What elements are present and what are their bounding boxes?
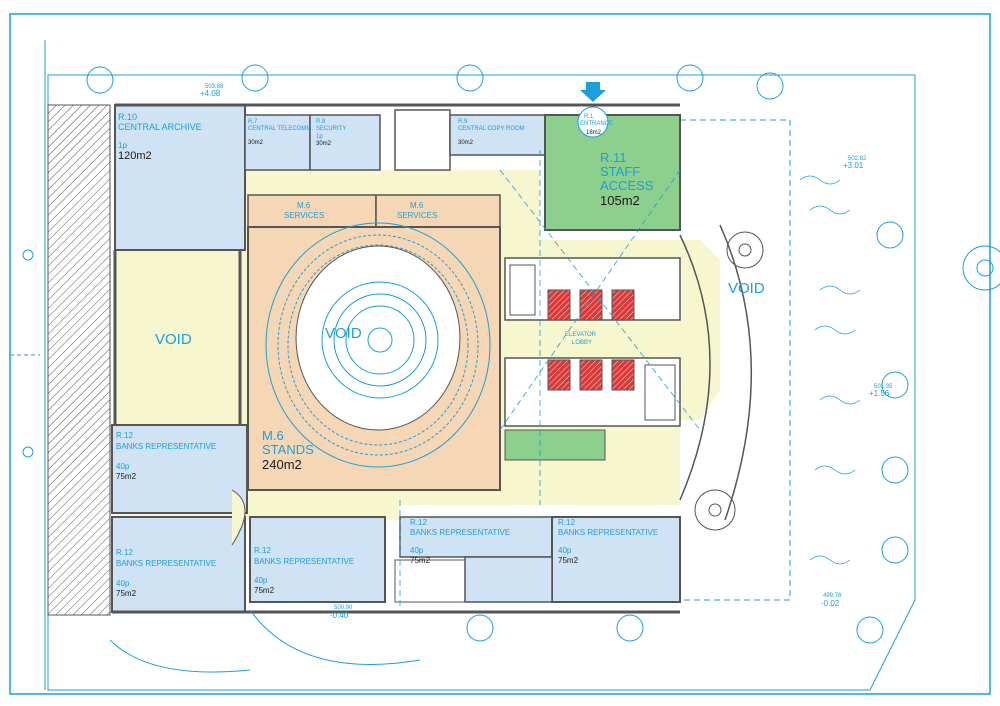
security-area: 30m2 <box>316 141 332 147</box>
banks-s3-code: R.12 <box>558 518 575 527</box>
level-east-top-abs: 502.82 <box>848 156 867 162</box>
east-facade-curve <box>679 234 711 501</box>
stair-core-west <box>509 264 536 316</box>
void-east-label: VOID <box>728 280 765 297</box>
room-staff-access <box>544 114 681 231</box>
stands-code: M.6 <box>262 428 284 443</box>
room-copy-room <box>449 114 546 156</box>
level-se-rel: -0.02 <box>821 599 840 608</box>
spiral-stair-ne <box>726 231 764 269</box>
level-south-abs: 500.90 <box>334 605 353 611</box>
telecomm-area: 30m2 <box>248 140 264 146</box>
void-central-label: VOID <box>325 325 362 342</box>
room-banks-s1 <box>249 516 386 603</box>
room-services-right <box>375 194 501 228</box>
elevator-lobby-line2: LOBBY <box>572 340 592 346</box>
telecomm-code: R.7 <box>248 119 258 125</box>
banks-sw-persons: 40p <box>116 579 130 588</box>
stair-core-east <box>644 364 676 421</box>
banks-west-persons: 40p <box>116 462 130 471</box>
banks-s2-area: 75m2 <box>410 556 431 565</box>
level-south-rel: -0.40 <box>330 611 349 620</box>
entrance-arrow-icon <box>580 82 606 102</box>
elevator-4 <box>547 359 571 391</box>
elevator-lobby-line1: ELEVATOR <box>565 332 597 338</box>
staff-code: R.11 <box>600 150 627 165</box>
level-east-top-rel: +3.01 <box>843 161 864 170</box>
west-ramp <box>47 104 111 616</box>
banks-s3-persons: 40p <box>558 546 572 555</box>
services-right-name: SERVICES <box>397 211 437 220</box>
elevator-2 <box>579 289 603 321</box>
spiral-stair-east <box>962 245 1000 291</box>
banks-sw-area: 75m2 <box>116 589 137 598</box>
level-east-mid-rel: +1.56 <box>869 389 890 398</box>
copy-area: 30m2 <box>458 140 474 146</box>
trees <box>86 64 909 644</box>
entrance-name: ENTRANCE <box>580 121 613 127</box>
banks-s3-name: BANKS REPRESENTATIVE <box>558 528 658 537</box>
banks-s2-name: BANKS REPRESENTATIVE <box>410 528 510 537</box>
entrance-area: 18m2 <box>586 130 602 136</box>
spiral-stair-se <box>694 489 736 531</box>
staff-area: 105m2 <box>600 193 640 208</box>
services-left-name: SERVICES <box>284 211 324 220</box>
archive-name: CENTRAL ARCHIVE <box>118 122 202 132</box>
archive-persons: 1p <box>118 141 127 150</box>
wc-green <box>504 429 606 461</box>
security-persons: 1p <box>316 134 323 140</box>
elevator-1 <box>547 289 571 321</box>
room-banks-west <box>111 424 248 514</box>
banks-west-code: R.12 <box>116 431 133 440</box>
banks-west-name: BANKS REPRESENTATIVE <box>116 442 216 451</box>
copy-name: CENTRAL COPY ROOM <box>458 126 525 132</box>
services-right-code: M.6 <box>410 201 424 210</box>
stands-area: 240m2 <box>262 457 302 472</box>
entrance-code: R.1 <box>584 114 594 120</box>
stands-seating <box>265 222 491 468</box>
services-left-code: M.6 <box>297 201 311 210</box>
banks-s1-area: 75m2 <box>254 586 275 595</box>
level-se-abs: 499.76 <box>823 593 842 599</box>
level-east-mid-abs: 501.35 <box>874 384 893 390</box>
room-central-archive <box>114 104 246 251</box>
security-name: SECURITY <box>316 126 346 132</box>
level-north-rel: +4.08 <box>200 89 221 98</box>
archive-area: 120m2 <box>118 150 152 162</box>
banks-sw-name: BANKS REPRESENTATIVE <box>116 559 216 568</box>
staff-name-1: STAFF <box>600 164 640 179</box>
staff-name-2: ACCESS <box>600 178 654 193</box>
banks-s3-area: 75m2 <box>558 556 579 565</box>
banks-sw-code: R.12 <box>116 548 133 557</box>
elevator-6 <box>611 359 635 391</box>
sheet-frame <box>9 13 991 695</box>
banks-s1-code: R.12 <box>254 546 271 555</box>
entrance-marker <box>577 106 609 138</box>
void-west-label: VOID <box>155 331 192 348</box>
banks-s2-code: R.12 <box>410 518 427 527</box>
copy-code: R.9 <box>458 119 468 125</box>
archive-code: R.10 <box>118 112 137 122</box>
security-code: R.8 <box>316 119 326 125</box>
banks-s2-persons: 40p <box>410 546 424 555</box>
room-banks-sw <box>111 516 246 613</box>
room-security <box>309 114 381 171</box>
stair-south <box>394 559 466 603</box>
room-central-telecomm <box>244 114 311 171</box>
level-north-abs: 503.88 <box>205 84 224 90</box>
elevator-5 <box>579 359 603 391</box>
elevator-3 <box>611 289 635 321</box>
banks-s1-persons: 40p <box>254 576 268 585</box>
banks-west-area: 75m2 <box>116 472 137 481</box>
stands-name: STANDS <box>262 442 314 457</box>
telecomm-name: CENTRAL TELECOMM. <box>248 126 313 132</box>
banks-s1-name: BANKS REPRESENTATIVE <box>254 557 354 566</box>
stair-north <box>394 109 451 171</box>
